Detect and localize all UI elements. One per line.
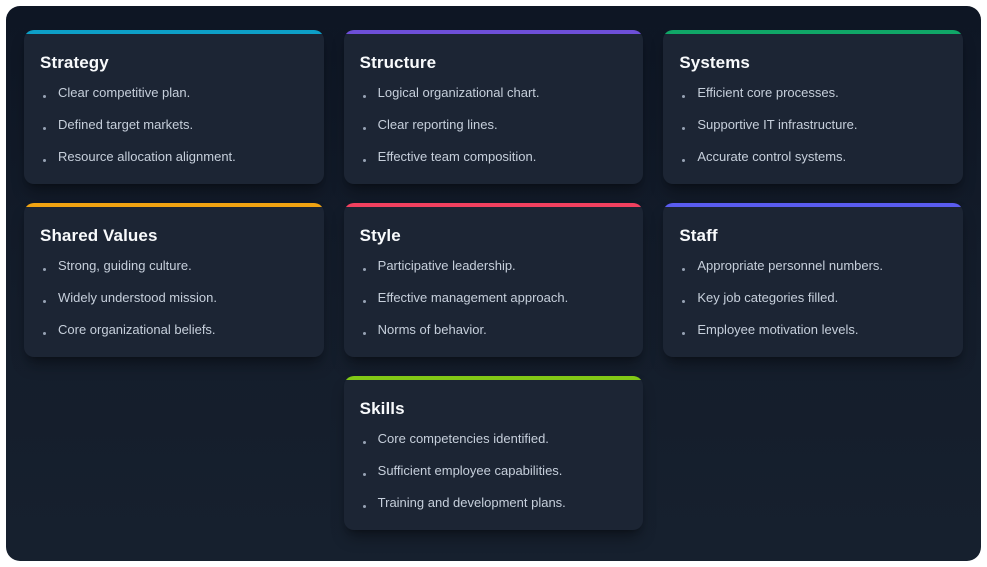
bullet-dot: [362, 95, 366, 98]
card-accent-bar: [343, 203, 644, 207]
list-item: Logical organizational chart.: [360, 86, 628, 100]
list-item-text: Efficient core processes.: [697, 85, 839, 100]
list-item-text: Supportive IT infrastructure.: [697, 117, 858, 132]
bullet-dot: [43, 95, 46, 98]
bullet-dot: [682, 268, 686, 271]
list-item: Key job categories filled.: [679, 291, 947, 305]
card-title: Systems: [679, 53, 750, 72]
list-item-text: Clear competitive plan.: [58, 85, 191, 100]
card-accent-bar: [663, 203, 963, 207]
list-item: Accurate control systems.: [679, 150, 947, 164]
list-item: Appropriate personnel numbers.: [679, 259, 947, 273]
card-list: Core competencies identified. Sufficient…: [360, 432, 628, 510]
bullet-dot: [682, 159, 686, 162]
list-item: Norms of behavior.: [360, 323, 628, 337]
list-item-text: Sufficient employee capabilities.: [377, 463, 563, 478]
list-item-text: Core competencies identified.: [377, 431, 549, 446]
list-item: Core competencies identified.: [360, 432, 628, 446]
card-list: Efficient core processes. Supportive IT …: [679, 86, 947, 164]
card-style: Style Participative leadership. Effectiv…: [343, 203, 644, 357]
list-item-text: Clear reporting lines.: [377, 117, 498, 132]
bullet-dot: [362, 268, 366, 271]
list-item: Strong, guiding culture.: [40, 259, 308, 273]
list-item: Core organizational beliefs.: [40, 323, 308, 337]
list-item: Sufficient employee capabilities.: [360, 464, 628, 478]
list-item: Effective management approach.: [360, 291, 628, 305]
card-accent-bar: [343, 376, 644, 380]
bullet-dot: [362, 473, 366, 476]
bullet-dot: [682, 300, 686, 303]
list-item: Widely understood mission.: [40, 291, 308, 305]
bullet-dot: [362, 300, 366, 303]
board-container: Strategy Clear competitive plan. Defined…: [6, 6, 981, 561]
bullet-dot: [362, 332, 366, 335]
card-title: Style: [359, 226, 401, 245]
list-item-text: Participative leadership.: [377, 258, 516, 273]
card-list: Participative leadership. Effective mana…: [360, 259, 628, 337]
list-item: Resource allocation alignment.: [40, 150, 308, 164]
list-item: Participative leadership.: [360, 259, 628, 273]
list-item: Defined target markets.: [40, 118, 308, 132]
bullet-dot: [682, 95, 686, 98]
list-item: Clear reporting lines.: [360, 118, 628, 132]
list-item-text: Logical organizational chart.: [377, 85, 540, 100]
list-item-text: Core organizational beliefs.: [58, 322, 216, 337]
list-item: Efficient core processes.: [679, 86, 947, 100]
card-accent-bar: [24, 203, 324, 207]
card-list: Logical organizational chart. Clear repo…: [360, 86, 628, 164]
bullet-dot: [43, 300, 46, 303]
bullet-dot: [43, 127, 46, 130]
list-item-text: Key job categories filled.: [697, 290, 839, 305]
card-accent-bar: [24, 30, 324, 34]
bullet-dot: [43, 268, 46, 271]
card-title: Staff: [679, 226, 718, 245]
list-item: Supportive IT infrastructure.: [679, 118, 947, 132]
list-item-text: Training and development plans.: [377, 495, 566, 510]
card-list: Strong, guiding culture. Widely understo…: [40, 259, 308, 337]
card-systems: Systems Efficient core processes. Suppor…: [663, 30, 963, 184]
bullet-dot: [682, 127, 686, 130]
list-item-text: Accurate control systems.: [697, 149, 847, 164]
bullet-dot: [43, 159, 46, 162]
list-item-text: Effective management approach.: [377, 290, 569, 305]
card-shared-values: Shared Values Strong, guiding culture. W…: [24, 203, 324, 357]
list-item: Training and development plans.: [360, 496, 628, 510]
card-title: Skills: [359, 399, 405, 418]
card-title: Strategy: [40, 53, 109, 72]
list-item-text: Norms of behavior.: [377, 322, 487, 337]
card-list: Clear competitive plan. Defined target m…: [40, 86, 308, 164]
card-strategy: Strategy Clear competitive plan. Defined…: [24, 30, 324, 184]
list-item: Employee motivation levels.: [679, 323, 947, 337]
bullet-dot: [682, 332, 686, 335]
list-item-text: Effective team composition.: [377, 149, 537, 164]
card-accent-bar: [343, 30, 644, 34]
card-list: Appropriate personnel numbers. Key job c…: [679, 259, 947, 337]
card-staff: Staff Appropriate personnel numbers. Key…: [663, 203, 963, 357]
card-title: Structure: [359, 53, 437, 72]
bullet-dot: [362, 159, 366, 162]
bullet-dot: [362, 505, 366, 508]
bullet-dot: [362, 441, 366, 444]
card-title: Shared Values: [40, 226, 158, 245]
list-item: Clear competitive plan.: [40, 86, 308, 100]
bullet-dot: [362, 127, 366, 130]
card-skills: Skills Core competencies identified. Suf…: [343, 376, 644, 530]
card-accent-bar: [663, 30, 963, 34]
list-item-text: Strong, guiding culture.: [58, 258, 192, 273]
bullet-dot: [43, 332, 46, 335]
list-item-text: Widely understood mission.: [58, 290, 217, 305]
list-item-text: Resource allocation alignment.: [58, 149, 236, 164]
list-item-text: Appropriate personnel numbers.: [697, 258, 884, 273]
list-item-text: Defined target markets.: [58, 117, 194, 132]
list-item-text: Employee motivation levels.: [697, 322, 859, 337]
cards-grid: Strategy Clear competitive plan. Defined…: [24, 30, 963, 530]
list-item: Effective team composition.: [360, 150, 628, 164]
card-structure: Structure Logical organizational chart. …: [343, 30, 644, 184]
